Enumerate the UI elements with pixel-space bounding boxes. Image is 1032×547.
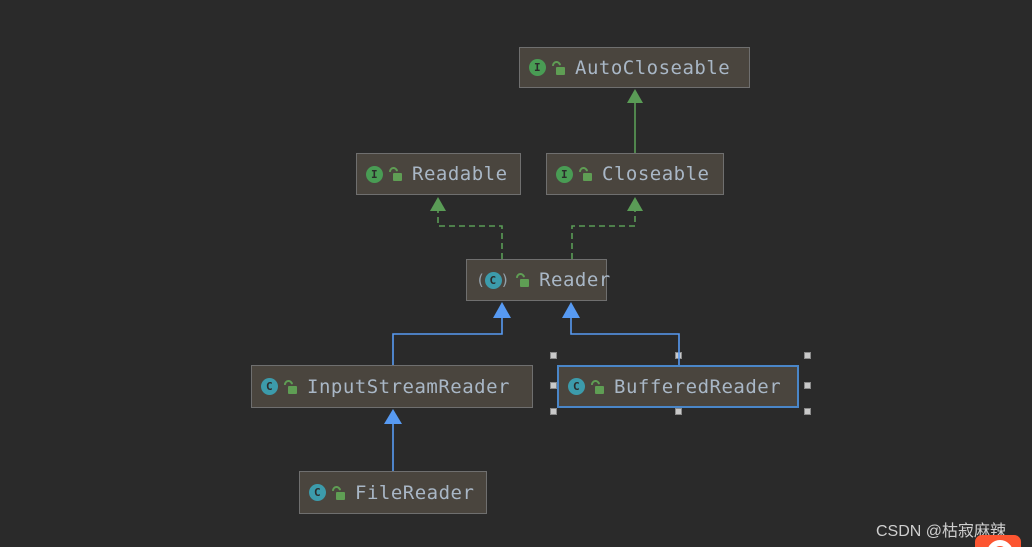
node-label: AutoCloseable: [575, 56, 731, 79]
edge-inputstreamreader-extends-reader: [392, 302, 511, 365]
node-label: FileReader: [355, 481, 475, 504]
public-visibility-icon: [552, 61, 565, 75]
interface-icon: I: [529, 59, 546, 76]
edge-closeable-extends-autocloseable: [627, 89, 643, 153]
selection-handle[interactable]: [550, 382, 557, 389]
arrowhead-icon: [430, 197, 446, 211]
selection-handle[interactable]: [550, 408, 557, 415]
selection-handle[interactable]: [804, 382, 811, 389]
class-icon: C: [568, 378, 585, 395]
public-visibility-icon: [332, 486, 345, 500]
arrowhead-icon: [627, 89, 643, 103]
abstract-paren-icon: (: [476, 270, 486, 289]
node-bufferedreader[interactable]: C BufferedReader: [557, 365, 799, 408]
public-visibility-icon: [284, 380, 297, 394]
interface-icon: I: [556, 165, 573, 183]
selection-handle[interactable]: [804, 352, 811, 359]
selection-handle[interactable]: [675, 352, 682, 359]
node-inputstreamreader[interactable]: C InputStreamReader: [251, 365, 533, 408]
arrowhead-icon: [562, 302, 580, 318]
public-visibility-icon: [389, 167, 402, 181]
node-label: Reader: [539, 269, 611, 291]
selection-handle[interactable]: [550, 352, 557, 359]
public-visibility-icon: [591, 380, 604, 394]
node-readable[interactable]: I Readable: [356, 153, 521, 195]
node-label: BufferedReader: [614, 375, 782, 398]
edge-reader-implements-readable: [430, 197, 503, 259]
arrowhead-icon: [493, 302, 511, 318]
csdn-watermark: CSDN @枯寂麻辣: [875, 523, 1006, 540]
selection-handle[interactable]: [804, 408, 811, 415]
node-autocloseable[interactable]: I AutoCloseable: [519, 47, 750, 88]
arrowhead-icon: [384, 409, 402, 424]
abstract-paren-icon: ): [500, 270, 511, 289]
edge-reader-implements-closeable: [571, 197, 643, 259]
public-visibility-icon: [516, 273, 530, 287]
interface-icon: I: [366, 165, 383, 183]
node-reader[interactable]: ( C ) Reader: [466, 259, 610, 301]
selection-handle[interactable]: [675, 408, 682, 415]
node-label: Closeable: [602, 163, 710, 185]
csdn-logo-icon: [975, 535, 1021, 547]
edge-bufferedreader-extends-reader: [562, 302, 680, 365]
class-icon: C: [261, 378, 278, 395]
arrowhead-icon: [627, 197, 643, 211]
node-closeable[interactable]: I Closeable: [546, 153, 724, 195]
node-label: InputStreamReader: [307, 375, 510, 398]
node-label: Readable: [412, 163, 508, 185]
public-visibility-icon: [579, 167, 592, 181]
class-icon: C: [309, 484, 326, 501]
edge-filereader-extends-inputstreamreader: [384, 409, 402, 471]
abstract-class-icon: C: [484, 271, 502, 289]
node-filereader[interactable]: C FileReader: [299, 471, 487, 514]
